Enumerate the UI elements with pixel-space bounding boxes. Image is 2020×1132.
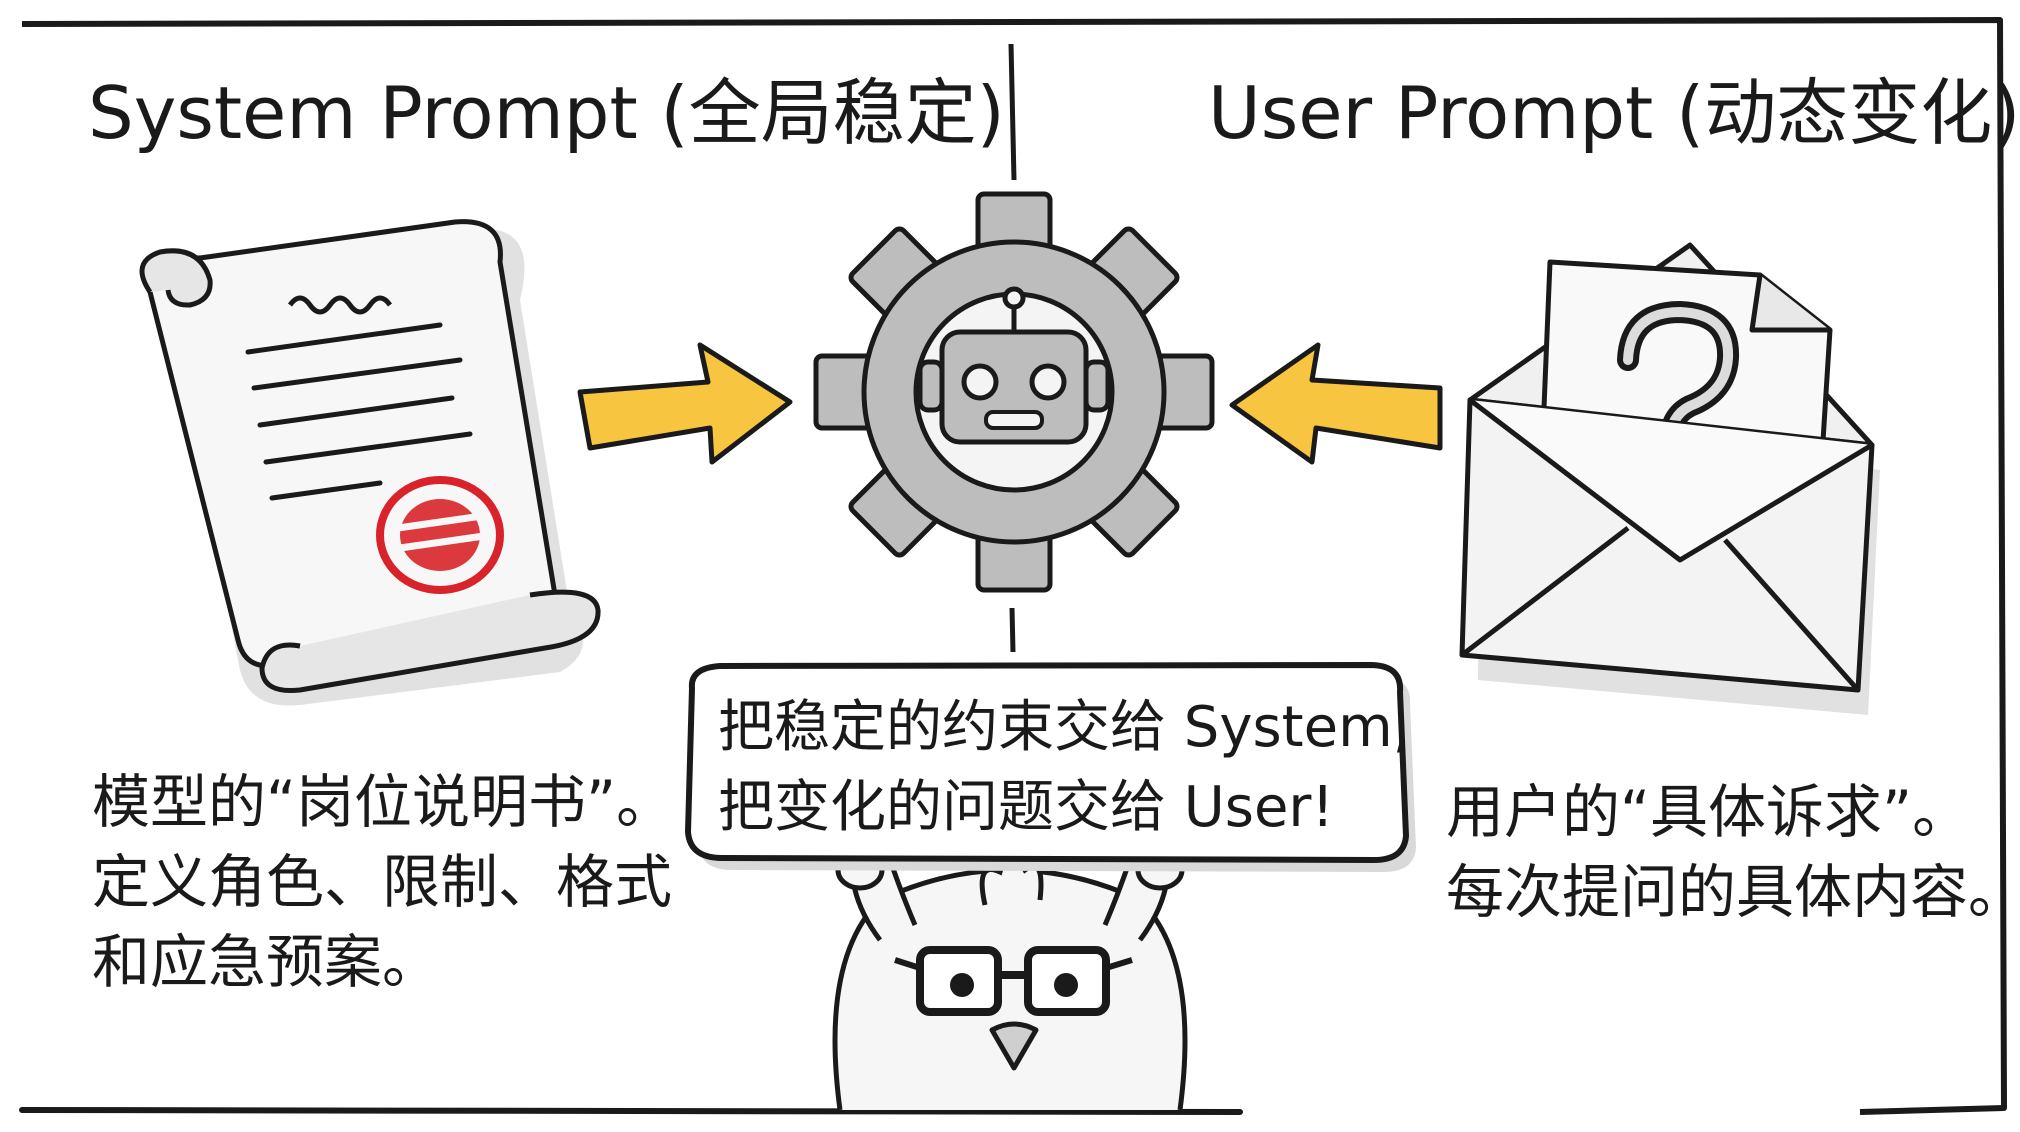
envelope-icon	[1459, 242, 1880, 715]
frame-border	[19, 17, 2007, 1115]
user-prompt-title: User Prompt (动态变化)	[1208, 71, 2020, 155]
user-caption-line-2: 每次提问的具体内容。	[1446, 858, 2020, 926]
scroll-document-icon	[139, 219, 601, 706]
robot-icon	[917, 286, 1111, 445]
robot-gear-icon	[813, 191, 1215, 593]
user-caption-line-1: 用户的“具体诉求”。	[1446, 778, 1971, 846]
sign-line-1: 把稳定的约束交给 System,	[718, 695, 1411, 760]
arrow-right-icon	[577, 342, 793, 465]
mascot-bird-icon	[832, 841, 1188, 1111]
system-caption-line-3: 和应急预案。	[92, 928, 441, 996]
system-prompt-caption: 模型的“岗位说明书”。 定义角色、限制、格式 和应急预案。	[92, 762, 674, 1002]
speech-sign-board	[685, 662, 1416, 872]
system-caption-line-1: 模型的“岗位说明书”。	[92, 768, 675, 836]
red-seal-icon	[376, 476, 504, 594]
system-prompt-title: System Prompt (全局稳定)	[88, 71, 1005, 155]
arrow-left-icon	[1229, 342, 1443, 465]
divider-mid	[1009, 607, 1016, 653]
divider-top	[1008, 43, 1017, 181]
user-prompt-caption: 用户的“具体诉求”。 每次提问的具体内容。	[1446, 772, 2020, 932]
sign-line-2: 把变化的问题交给 User!	[718, 775, 1334, 840]
sign-message: 把稳定的约束交给 System, 把变化的问题交给 User!	[718, 688, 1410, 848]
system-caption-line-2: 定义角色、限制、格式	[92, 848, 673, 916]
